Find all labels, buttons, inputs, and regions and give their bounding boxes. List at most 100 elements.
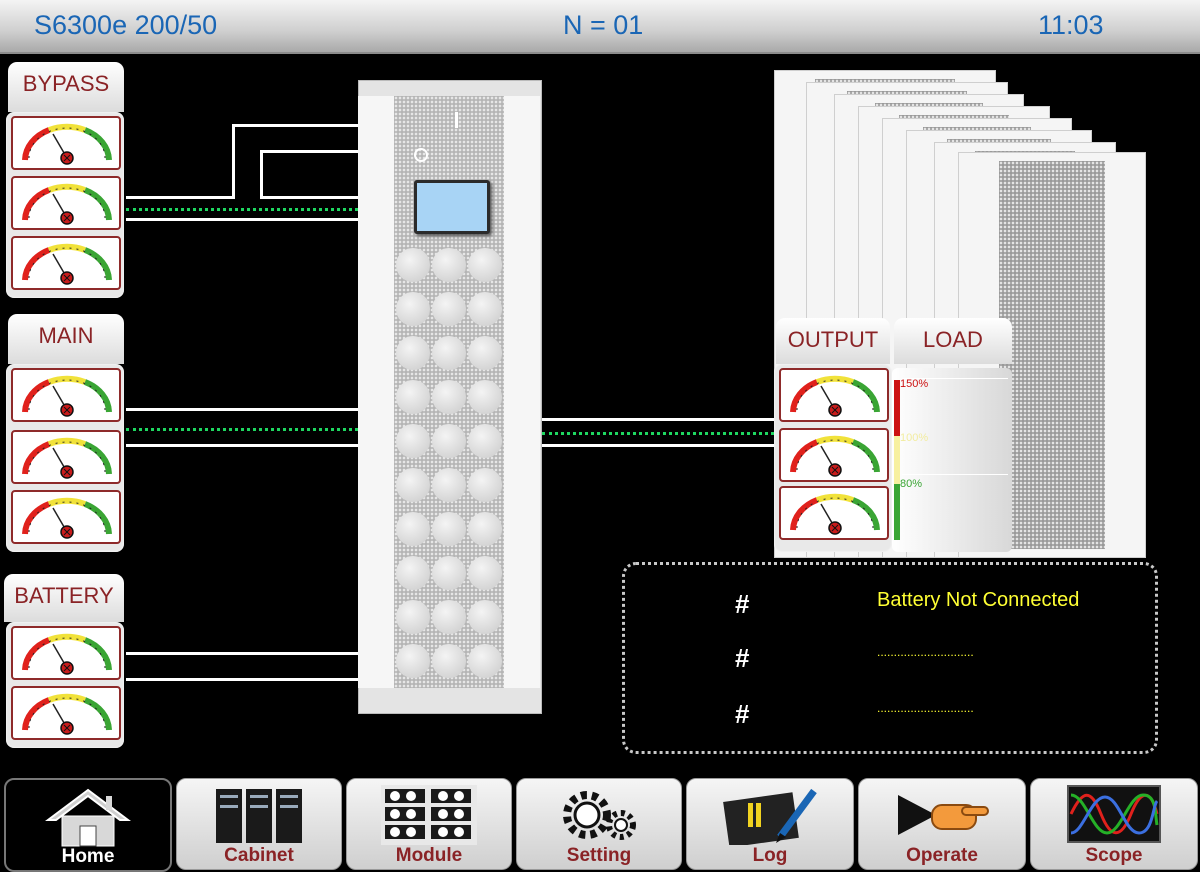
unit-count: N = 01 (563, 10, 644, 40)
status-message-3: ............................. (877, 701, 974, 715)
module-fan (468, 600, 502, 634)
cabinet-lamp (414, 148, 428, 162)
power-module[interactable] (394, 422, 504, 462)
power-module[interactable] (394, 378, 504, 418)
main-meter-2[interactable] (11, 430, 121, 484)
power-module[interactable] (394, 466, 504, 506)
cabinet-icon (214, 785, 304, 850)
load-bar[interactable]: 150% 100% 80% (892, 368, 1012, 552)
clock: 11:03 (1038, 10, 1104, 40)
bypass-meter-1[interactable] (11, 116, 121, 170)
status-message-1: Battery Not Connected (877, 589, 1080, 611)
gauge-dial-icon (22, 243, 112, 285)
module-fan (432, 292, 466, 326)
power-module[interactable] (394, 598, 504, 638)
power-module[interactable] (394, 642, 504, 682)
status-panel: # Battery Not Connected # ..............… (622, 562, 1158, 754)
nav-setting-button[interactable]: Setting (516, 778, 682, 870)
load-zone-high (894, 380, 900, 436)
module-fan (432, 380, 466, 414)
module-fan (432, 556, 466, 590)
load-level-mid: 100% (900, 432, 929, 444)
load-level-high: 150% (900, 378, 929, 390)
module-fan (396, 556, 430, 590)
nav-cabinet-button[interactable]: Cabinet (176, 778, 342, 870)
log-pen-icon (720, 785, 820, 850)
module-fan (432, 512, 466, 546)
module-fan (396, 644, 430, 678)
nav-log-button[interactable]: Log (686, 778, 854, 870)
gauge-dial-icon (22, 497, 112, 539)
bypass-meter-2[interactable] (11, 176, 121, 230)
main-label: MAIN (8, 314, 124, 364)
main-wire-bottom (126, 444, 358, 447)
main-signal-line (126, 428, 358, 431)
battery-meter-1[interactable] (11, 626, 121, 680)
load-label: LOAD (894, 318, 1012, 364)
nav-scope-label: Scope (1085, 845, 1143, 866)
battery-meter-2[interactable] (11, 686, 121, 740)
module-fan (468, 644, 502, 678)
nav-operate-label: Operate (906, 845, 978, 866)
load-divider (902, 378, 1008, 379)
module-fan (396, 512, 430, 546)
bypass-wire (126, 196, 234, 199)
output-meter-3[interactable] (779, 486, 889, 540)
bypass-wire-top (232, 124, 358, 127)
bypass-signal-line (126, 208, 358, 211)
nav-cabinet-label: Cabinet (224, 845, 294, 866)
main-meter-3[interactable] (11, 490, 121, 544)
status-mark-3: # (735, 699, 750, 729)
output-meter-2[interactable] (779, 428, 889, 482)
module-fan (432, 248, 466, 282)
cabinet-screen (414, 180, 490, 234)
module-fan (432, 468, 466, 502)
power-module[interactable] (394, 554, 504, 594)
gauge-dial-icon (22, 633, 112, 675)
bypass-wire-3 (260, 196, 358, 199)
module-fan (432, 424, 466, 458)
power-module[interactable] (394, 290, 504, 330)
module-fan (432, 644, 466, 678)
nav-setting-label: Setting (566, 845, 632, 866)
bypass-wire-riser-2 (260, 150, 263, 198)
load-level-low: 80% (900, 478, 923, 490)
output-wire-top (542, 418, 774, 421)
output-meter-group (774, 364, 892, 552)
cabinet-side-left (358, 96, 394, 688)
module-fan (468, 336, 502, 370)
cabinet-side-right (504, 96, 540, 688)
load-zone-mid (894, 436, 900, 484)
module-fan (396, 600, 430, 634)
gauge-dial-icon (22, 437, 112, 479)
power-module[interactable] (394, 510, 504, 550)
module-fan (468, 292, 502, 326)
nav-module-button[interactable]: Module (346, 778, 512, 870)
home-icon (42, 786, 134, 853)
main-meter-1[interactable] (11, 368, 121, 422)
output-meter-1[interactable] (779, 368, 889, 422)
nav-home-label: Home (61, 846, 115, 867)
cabinet-switch (455, 112, 458, 128)
title-bar: S6300e 200/50 N = 01 11:03 (0, 0, 1200, 54)
nav-operate-button[interactable]: Operate (858, 778, 1026, 870)
nav-home-button[interactable]: Home (4, 778, 172, 872)
module-fan (432, 600, 466, 634)
nav-module-label: Module (395, 845, 463, 866)
bypass-meter-3[interactable] (11, 236, 121, 290)
bypass-meter-group (6, 112, 124, 298)
power-module[interactable] (394, 334, 504, 374)
load-divider (902, 474, 1008, 475)
module-fan (468, 424, 502, 458)
module-icon (381, 785, 477, 850)
nav-scope-button[interactable]: Scope (1030, 778, 1198, 870)
gauge-dial-icon (790, 435, 880, 477)
bypass-label: BYPASS (8, 62, 124, 112)
status-mark-1: # (735, 589, 750, 619)
power-module[interactable] (394, 246, 504, 286)
module-fan (468, 380, 502, 414)
module-fan (396, 468, 430, 502)
gauge-dial-icon (790, 375, 880, 417)
output-signal-line (542, 432, 774, 435)
gauge-dial-icon (22, 183, 112, 225)
